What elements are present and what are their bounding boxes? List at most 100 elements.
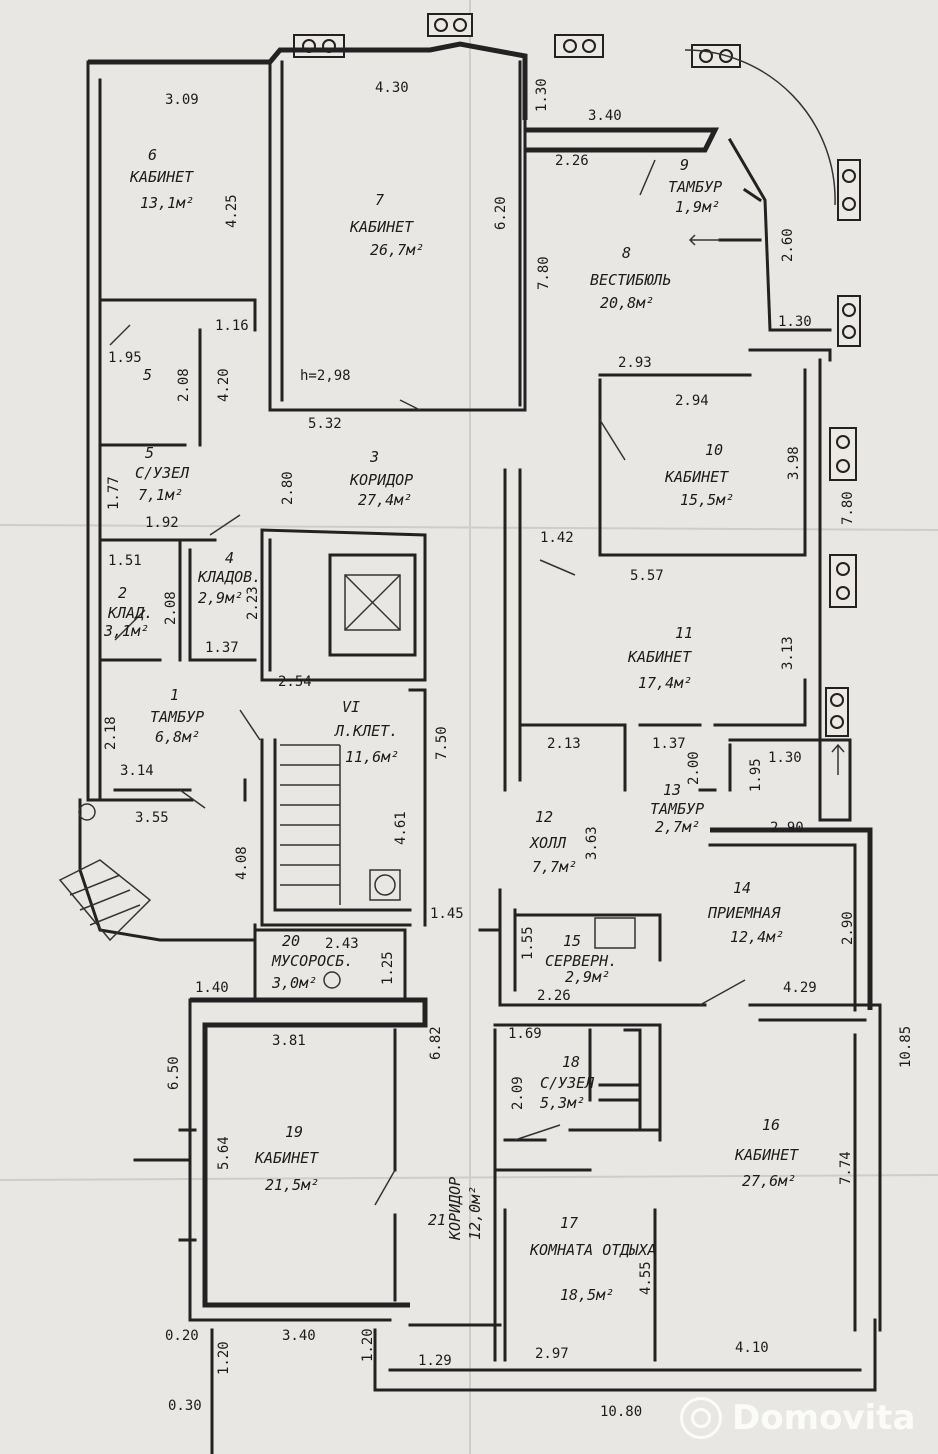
svg-text:2: 2: [118, 584, 127, 602]
svg-text:2.23: 2.23: [245, 586, 261, 620]
svg-text:1.95: 1.95: [108, 350, 142, 366]
svg-text:6,8м²: 6,8м²: [155, 728, 200, 746]
room-13: 13 ТАМБУР 2,7м²: [650, 781, 704, 836]
svg-text:КОРИДОР: КОРИДОР: [349, 471, 413, 489]
svg-text:6.50: 6.50: [166, 1056, 182, 1090]
room-9: 9 ТАМБУР 1,9м²: [668, 156, 722, 216]
svg-text:27,6м²: 27,6м²: [742, 1172, 796, 1190]
room-vi: VI Л.КЛЕТ. 11,6м²: [333, 698, 399, 766]
svg-text:3,0м²: 3,0м²: [271, 974, 317, 992]
svg-text:1.77: 1.77: [106, 476, 122, 510]
svg-text:6.20: 6.20: [493, 196, 509, 230]
svg-text:ТАМБУР: ТАМБУР: [150, 708, 204, 726]
dimensions: 3.09 4.30 1.30 3.40 2.26 4.25 6.20 7.80 …: [103, 78, 914, 1420]
room-1: 1 ТАМБУР 6,8м²: [150, 686, 204, 746]
svg-text:1.92: 1.92: [145, 515, 179, 531]
svg-text:21,5м²: 21,5м²: [265, 1176, 319, 1194]
svg-text:7,1м²: 7,1м²: [138, 486, 183, 504]
svg-text:2.90: 2.90: [770, 820, 804, 836]
svg-text:3.63: 3.63: [584, 826, 600, 860]
room-21: 21 КОРИДОР 12,0м²: [428, 1177, 484, 1241]
svg-text:VI: VI: [342, 698, 360, 716]
svg-text:4.20: 4.20: [216, 368, 232, 402]
svg-text:3.81: 3.81: [272, 1033, 306, 1049]
room-15: 15 СЕРВЕРН. 2,9м²: [545, 932, 617, 986]
svg-text:МУСОРОСБ.: МУСОРОСБ.: [271, 952, 353, 970]
svg-text:5,3м²: 5,3м²: [540, 1094, 585, 1112]
room-4: 4 КЛАДОВ. 2,9м²: [197, 549, 261, 607]
svg-text:2,9м²: 2,9м²: [198, 589, 243, 607]
svg-text:6.82: 6.82: [428, 1026, 444, 1060]
svg-text:КАБИНЕТ: КАБИНЕТ: [627, 648, 692, 666]
svg-text:1.37: 1.37: [652, 736, 686, 752]
svg-text:h=2,98: h=2,98: [300, 368, 351, 384]
domovita-logo-icon: [680, 1397, 722, 1439]
svg-text:4.61: 4.61: [393, 811, 409, 845]
svg-text:2.97: 2.97: [535, 1346, 569, 1362]
svg-text:5.57: 5.57: [630, 568, 664, 584]
svg-text:3.14: 3.14: [120, 763, 154, 779]
svg-text:7.74: 7.74: [838, 1151, 854, 1185]
svg-text:15,5м²: 15,5м²: [680, 491, 734, 509]
room-16: 16 КАБИНЕТ 27,6м²: [734, 1116, 799, 1190]
room-18: 18 С/УЗЕЛ 5,3м²: [540, 1053, 595, 1112]
svg-text:7.80: 7.80: [536, 256, 552, 290]
svg-text:21: 21: [428, 1211, 446, 1229]
svg-text:11,6м²: 11,6м²: [345, 748, 399, 766]
svg-text:3.98: 3.98: [786, 446, 802, 480]
svg-text:9: 9: [680, 156, 689, 174]
svg-text:3.09: 3.09: [165, 92, 199, 108]
svg-text:13,1м²: 13,1м²: [140, 194, 194, 212]
svg-text:16: 16: [762, 1116, 780, 1134]
svg-text:12,0м²: 12,0м²: [466, 1186, 484, 1240]
svg-text:2.09: 2.09: [510, 1076, 526, 1110]
svg-text:12: 12: [535, 808, 553, 826]
svg-text:5: 5: [145, 444, 154, 462]
svg-text:КОРИДОР: КОРИДОР: [446, 1177, 464, 1241]
svg-text:2.08: 2.08: [176, 368, 192, 402]
svg-text:4.55: 4.55: [638, 1261, 654, 1295]
room-14: 14 ПРИЕМНАЯ 12,4м²: [707, 879, 784, 946]
svg-text:С/УЗЕЛ: С/УЗЕЛ: [540, 1074, 595, 1092]
svg-text:27,4м²: 27,4м²: [358, 491, 412, 509]
room-19: 19 КАБИНЕТ 21,5м²: [254, 1123, 319, 1194]
svg-text:2.26: 2.26: [537, 988, 571, 1004]
svg-text:3.55: 3.55: [135, 810, 169, 826]
svg-text:4.08: 4.08: [234, 846, 250, 880]
svg-text:4.25: 4.25: [224, 194, 240, 228]
svg-text:ТАМБУР: ТАМБУР: [650, 800, 704, 818]
svg-text:15: 15: [563, 932, 581, 950]
svg-text:26,7м²: 26,7м²: [370, 241, 424, 259]
svg-text:4: 4: [225, 549, 234, 567]
watermark-text: Domovita: [732, 1398, 916, 1438]
svg-text:7,7м²: 7,7м²: [532, 858, 577, 876]
svg-text:1,9м²: 1,9м²: [675, 198, 720, 216]
svg-text:КАБИНЕТ: КАБИНЕТ: [349, 218, 414, 236]
svg-text:1.51: 1.51: [108, 553, 142, 569]
svg-text:3.13: 3.13: [780, 636, 796, 670]
room-labels: 6 КАБИНЕТ 13,1м² 7 КАБИНЕТ 26,7м² 8 ВЕСТ…: [103, 146, 799, 1304]
room-20: 20 МУСОРОСБ. 3,0м²: [271, 932, 353, 992]
svg-text:2.90: 2.90: [840, 911, 856, 945]
svg-text:2,7м²: 2,7м²: [655, 818, 700, 836]
svg-text:С/УЗЕЛ: С/УЗЕЛ: [135, 464, 190, 482]
svg-text:ВЕСТИБЮЛЬ: ВЕСТИБЮЛЬ: [590, 271, 671, 289]
svg-text:1.55: 1.55: [520, 926, 536, 960]
svg-text:1.37: 1.37: [205, 640, 239, 656]
svg-text:2.18: 2.18: [103, 716, 119, 750]
svg-text:3.40: 3.40: [282, 1328, 316, 1344]
svg-text:7.80: 7.80: [840, 491, 856, 525]
svg-text:1.25: 1.25: [380, 951, 396, 985]
svg-text:11: 11: [675, 624, 693, 642]
room-12: 12 ХОЛЛ 7,7м²: [529, 808, 577, 876]
svg-text:2,9м²: 2,9м²: [565, 968, 610, 986]
svg-text:1.30: 1.30: [534, 78, 550, 112]
svg-text:ПРИЕМНАЯ: ПРИЕМНАЯ: [707, 904, 781, 922]
room-7: 7 КАБИНЕТ 26,7м²: [349, 191, 424, 259]
room-10: 10 КАБИНЕТ 15,5м²: [664, 441, 734, 509]
svg-text:КАБИНЕТ: КАБИНЕТ: [664, 468, 729, 486]
svg-text:5.32: 5.32: [308, 416, 342, 432]
svg-text:20,8м²: 20,8м²: [600, 294, 654, 312]
room-5b: 5 С/УЗЕЛ 7,1м²: [135, 444, 190, 504]
